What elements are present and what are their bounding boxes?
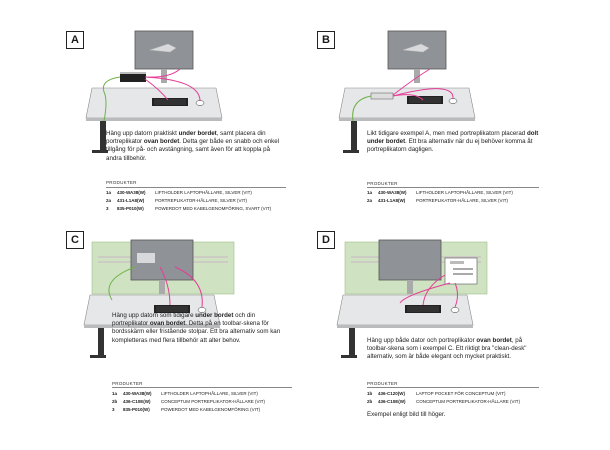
cables <box>102 68 201 122</box>
desk-leg <box>92 121 108 153</box>
keyboard <box>405 305 460 313</box>
keyboard <box>154 305 207 313</box>
panel-d: D <box>305 225 610 450</box>
desk-illustration <box>336 239 488 358</box>
products-header: PRODUKTER <box>106 180 137 185</box>
products-header: PRODUKTER <box>367 381 398 386</box>
port-replicator <box>120 72 146 82</box>
keyboard <box>407 96 458 104</box>
products-header: PRODUKTER <box>367 181 398 186</box>
port-replicator <box>370 92 394 100</box>
panel-label: C <box>66 231 84 249</box>
description: Häng upp datorn praktiskt under bordet, … <box>106 130 280 162</box>
desk-leg <box>343 121 359 153</box>
description: Häng upp både dator och portreplikator o… <box>367 337 527 361</box>
products-header: PRODUKTER <box>112 381 143 386</box>
description: Likt tidigare exempel A, men med portrep… <box>367 130 539 154</box>
desk-illustration <box>83 239 235 358</box>
desk <box>83 294 221 328</box>
description: Häng upp datorn som tidigare under borde… <box>112 312 281 344</box>
panel-c: C <box>0 225 305 450</box>
monitor <box>378 239 442 294</box>
keyboard <box>152 98 205 106</box>
monitor <box>387 30 447 83</box>
desk-illustration <box>338 30 476 153</box>
laptop-pocket <box>444 257 478 285</box>
desk-leg <box>90 328 106 358</box>
monitor <box>130 239 194 294</box>
panel-label: D <box>317 231 335 249</box>
example-note: Exempel enligt bild till höger. <box>367 411 446 418</box>
panel-label: A <box>66 31 84 49</box>
panel-b: B Likt <box>305 0 610 225</box>
panel-label: B <box>317 31 335 49</box>
panel-a: A <box>0 0 305 225</box>
desk-leg <box>341 328 357 358</box>
desk-illustration <box>85 30 223 153</box>
